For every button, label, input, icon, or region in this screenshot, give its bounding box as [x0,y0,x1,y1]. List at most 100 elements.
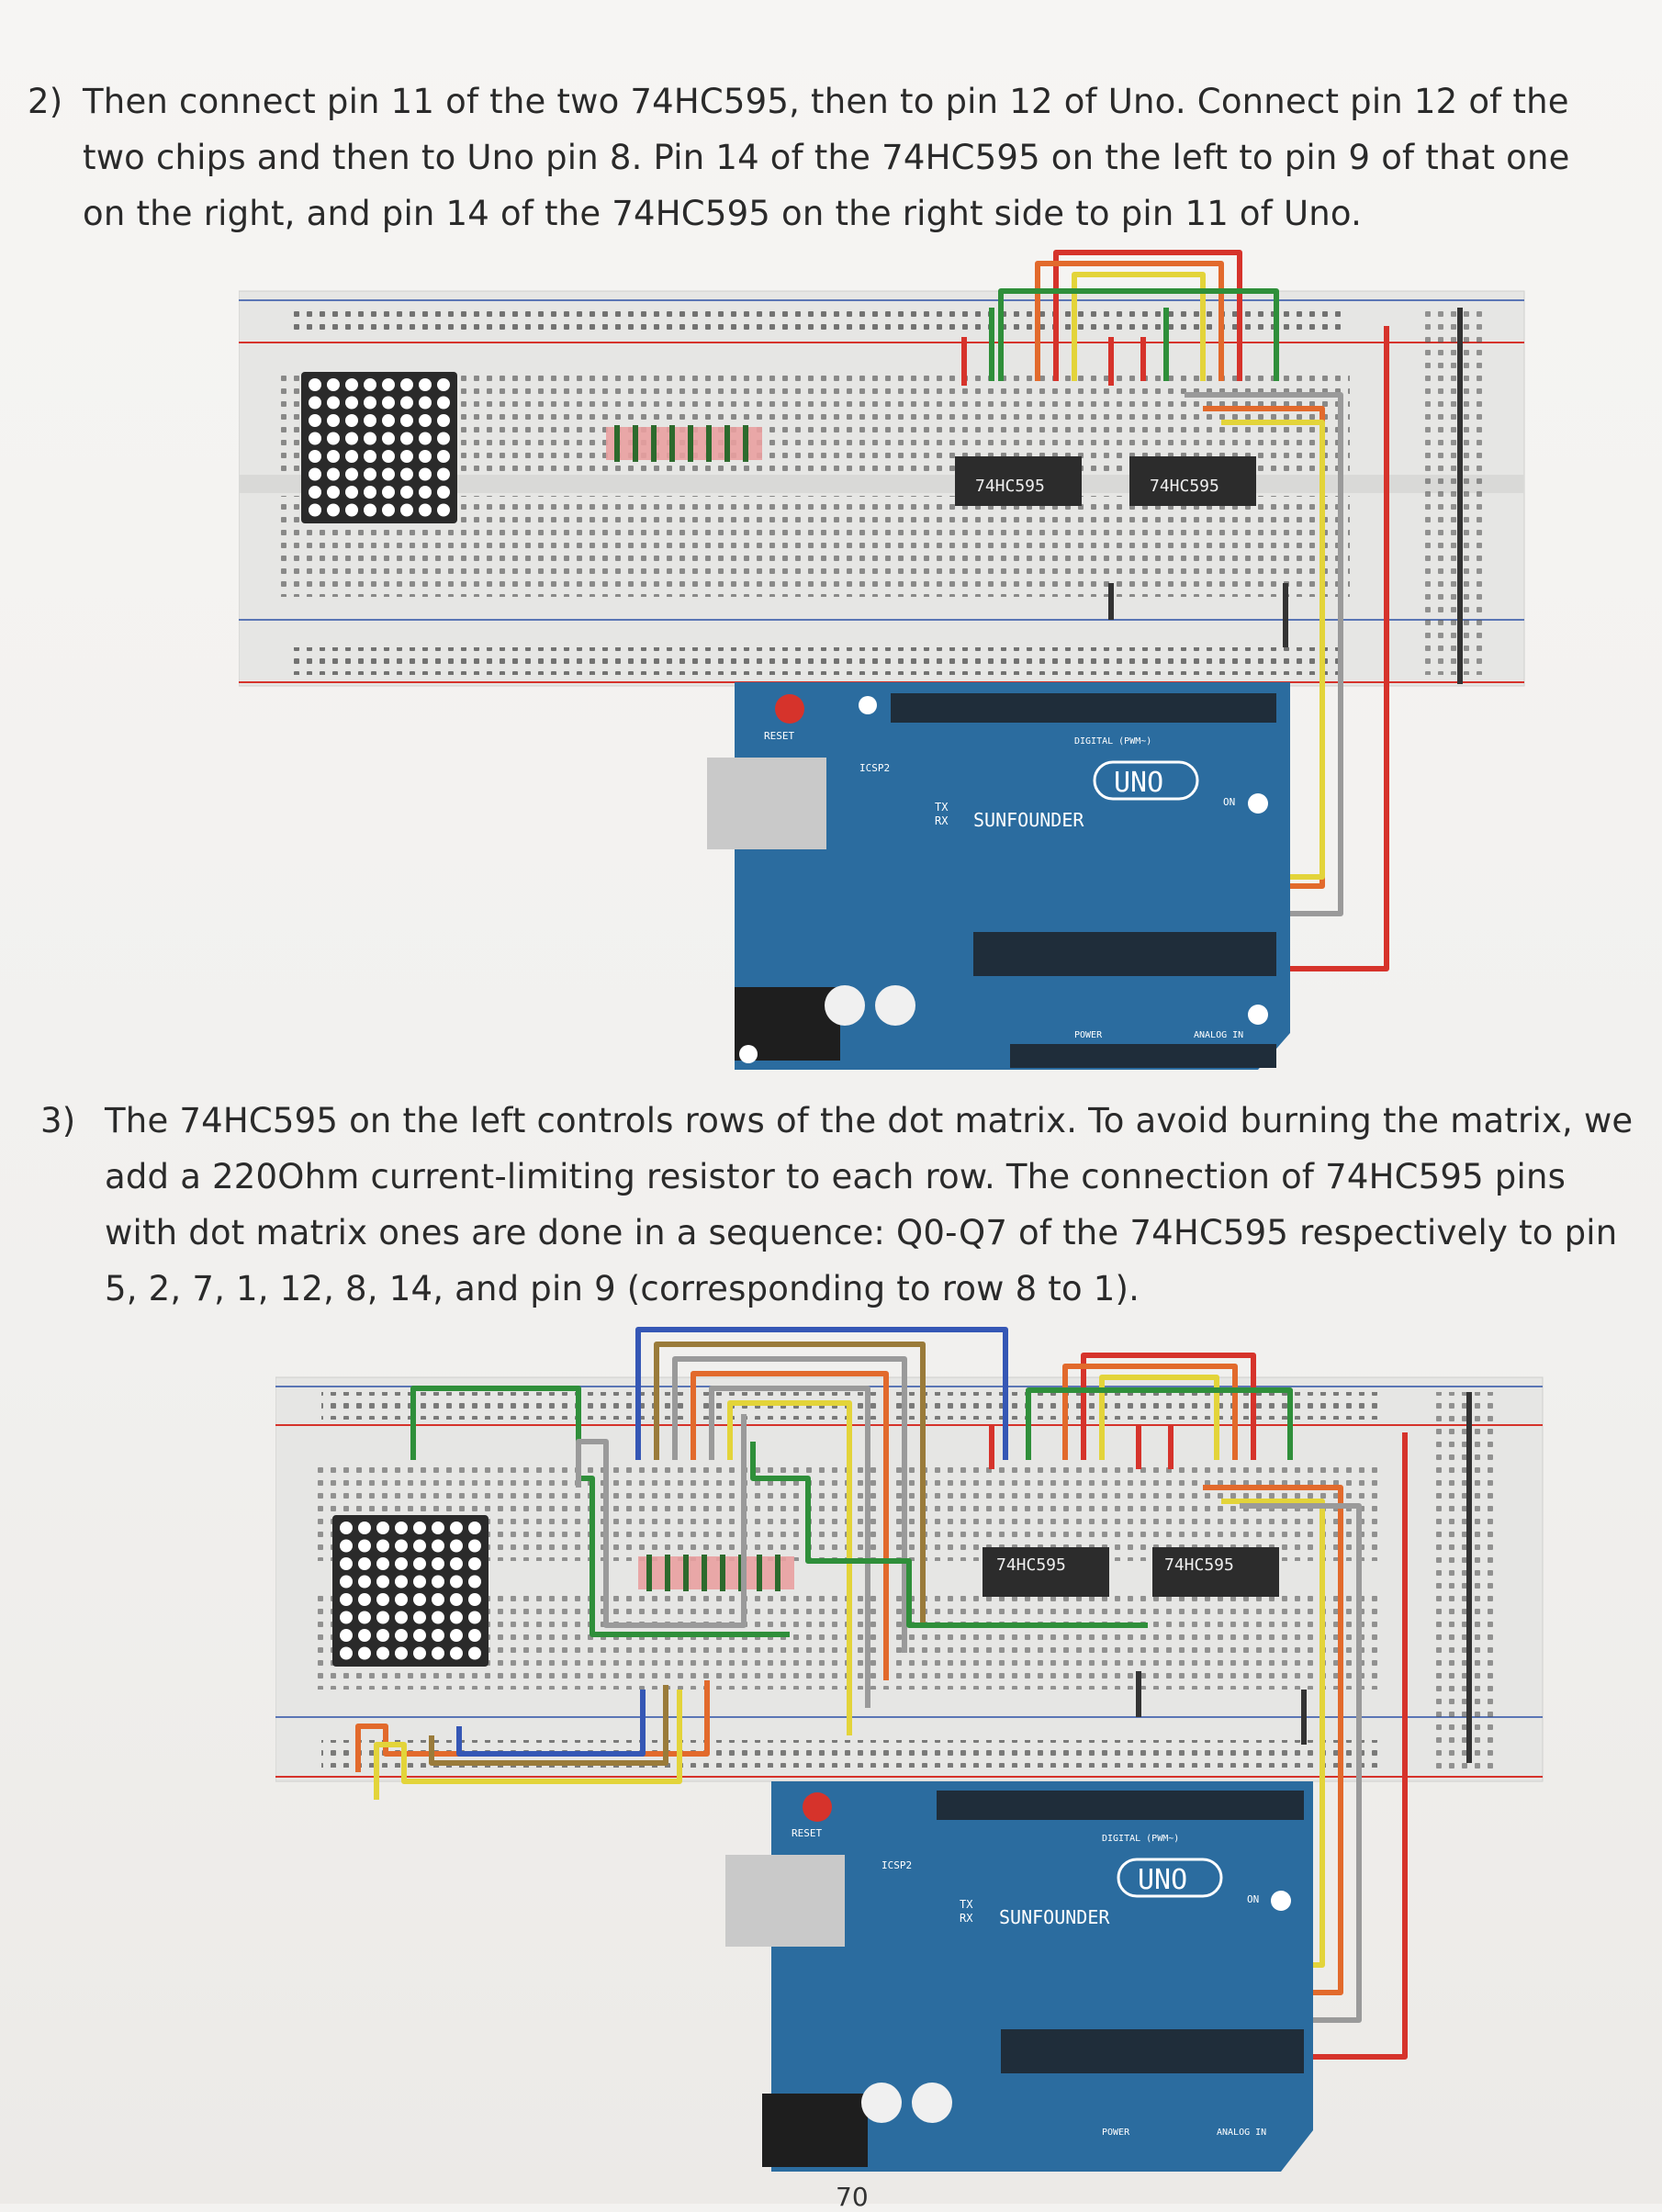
led-dot [432,1611,444,1624]
led-dot [400,396,413,410]
led-dot [468,1646,481,1660]
led-dot [400,414,413,427]
led-dot [468,1593,481,1606]
led-dot [376,1629,389,1642]
led-dot [437,450,450,463]
power-label: POWER [1074,1030,1103,1040]
led-dot [309,396,321,410]
led-dot [364,450,376,463]
led-dot [400,486,413,499]
led-dot [468,1539,481,1553]
led-dot [358,1539,371,1553]
led-dot [327,486,340,499]
chip-right-label: 74HC595 [1150,477,1219,496]
digital-label: DIGITAL (PWM~) [1102,1834,1179,1844]
reset-label: RESET [792,1827,822,1839]
led-dot [395,1557,408,1570]
led-dot [340,1646,353,1660]
uno-logo: UNO [1114,767,1163,799]
led-dot [382,432,395,445]
led-dot [376,1646,389,1660]
led-dot [340,1593,353,1606]
led-dot [364,486,376,499]
chip-left-label: 74HC595 [975,477,1045,496]
led-dot [358,1557,371,1570]
led-dot [450,1521,463,1534]
led-dot [340,1575,353,1589]
led-dot [468,1557,481,1570]
led-dot [364,378,376,391]
led-dot [340,1521,353,1534]
led-dot [419,450,432,463]
led-dot [364,503,376,517]
led-dot [413,1521,426,1534]
led-dot [413,1611,426,1624]
led-dot [358,1521,371,1534]
led-dot [345,378,358,391]
led-dot [309,503,321,517]
wiring-diagram-step-3: 74HC595 74HC595 [275,1327,1544,2172]
led-dot [327,432,340,445]
step-text: Then connect pin 11 of the two 74HC595, … [83,82,1570,233]
led-dot [413,1539,426,1553]
chip-left [955,456,1082,506]
rx-label: RX [960,1912,973,1925]
analog-label: ANALOG IN [1217,2128,1266,2138]
led-dot [358,1629,371,1642]
led-dot [400,432,413,445]
chip-right [1152,1547,1279,1597]
dot-matrix [301,372,457,523]
led-dot [432,1557,444,1570]
led-dot [432,1646,444,1660]
led-dot [413,1575,426,1589]
led-dot [382,378,395,391]
led-dot [376,1521,389,1534]
led-dot [413,1629,426,1642]
led-dot [340,1539,353,1553]
led-dot [309,378,321,391]
led-dot [309,486,321,499]
icsp-label: ICSP2 [882,1859,912,1871]
led-dot [450,1629,463,1642]
led-dot [432,1593,444,1606]
icsp-label: ICSP2 [859,762,890,774]
led-dot [358,1575,371,1589]
led-dot [468,1629,481,1642]
led-dot [345,432,358,445]
step-number: 3) [40,1101,76,1140]
led-dot [419,414,432,427]
led-dot [309,414,321,427]
page-number: 70 [836,2182,869,2212]
led-dot [364,467,376,481]
led-dot [400,503,413,517]
led-dot [345,467,358,481]
led-dot [364,396,376,410]
led-dot [340,1629,353,1642]
led-dot [382,450,395,463]
led-dot [437,486,450,499]
reset-label: RESET [764,730,794,742]
step-text: The 74HC595 on the left controls rows of… [105,1101,1634,1308]
chip-right-label: 74HC595 [1164,1555,1234,1575]
arduino-uno: RESET ICSP2 TX RX DIGITAL (PWM~) UNO SUN… [725,1781,1313,2172]
uno-logo: UNO [1138,1864,1187,1896]
led-dot [437,503,450,517]
analog-label: ANALOG IN [1194,1030,1243,1040]
led-dot [376,1539,389,1553]
led-dot [413,1593,426,1606]
led-dot [468,1575,481,1589]
led-dot [419,486,432,499]
led-dot [345,450,358,463]
led-dot [437,467,450,481]
led-dot [358,1611,371,1624]
chip-left [983,1547,1109,1597]
led-dot [400,467,413,481]
led-dot [450,1539,463,1553]
led-dot [419,432,432,445]
led-dot [345,414,358,427]
tx-label: TX [935,801,949,814]
led-dot [419,467,432,481]
resistor-bank [638,1555,794,1591]
led-dot [327,503,340,517]
led-dot [376,1557,389,1570]
